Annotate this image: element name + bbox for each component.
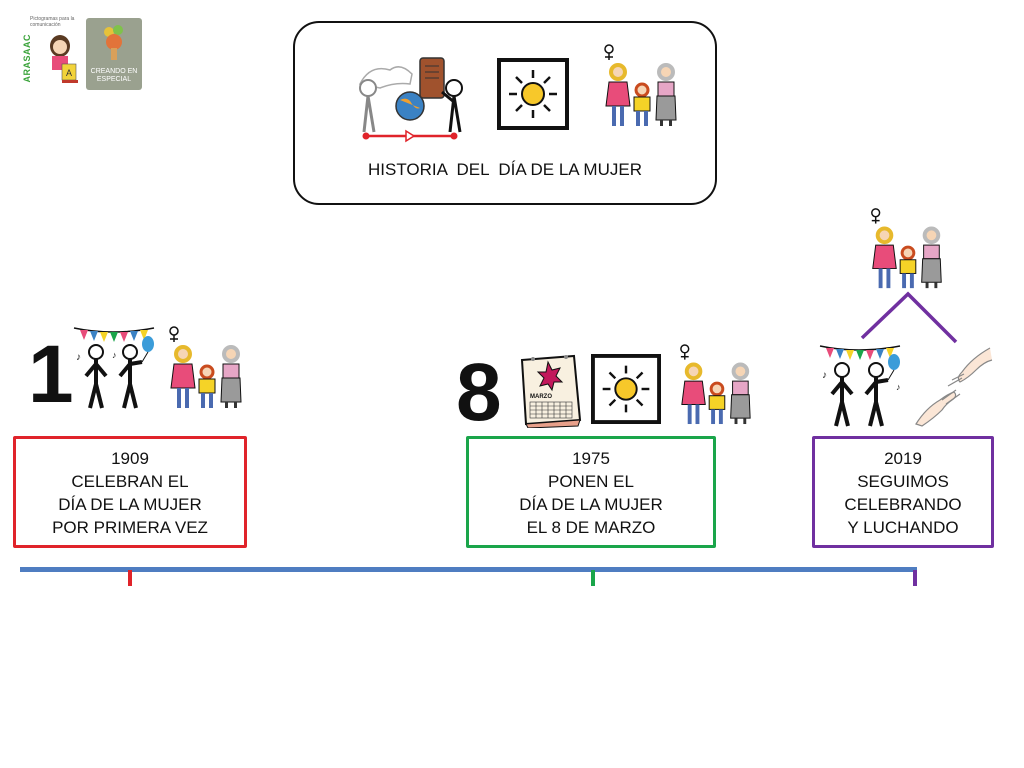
svg-text:A: A — [66, 68, 72, 78]
big-number-1: 1 — [28, 329, 74, 420]
svg-text:♪: ♪ — [822, 370, 827, 381]
calendar-icon: MARZO — [520, 354, 582, 428]
event-1975-line3: EL 8 DE MARZO — [526, 518, 656, 537]
arasaac-girl-icon: A — [50, 35, 78, 83]
event-1909-line2: DÍA DE LA MUJER — [58, 495, 202, 514]
event-1909-line3: POR PRIMERA VEZ — [52, 518, 208, 537]
timeline-bar — [20, 567, 917, 572]
sun-day-icon-1975 — [591, 354, 661, 424]
svg-text:♪: ♪ — [896, 382, 901, 392]
svg-text:♪: ♪ — [76, 352, 81, 363]
women-icon-2019 — [871, 208, 942, 289]
event-1975-line1: PONEN EL — [548, 472, 634, 491]
creando-line1: CREANDO EN — [90, 68, 138, 75]
event-1975-box: 1975 PONEN EL DÍA DE LA MUJER EL 8 DE MA… — [466, 436, 716, 548]
history-icon — [358, 57, 463, 143]
creando-en-especial-logo: CREANDO EN ESPECIAL — [86, 18, 142, 90]
timeline-tick-2019 — [913, 570, 917, 586]
event-2019-line2: CELEBRANDO — [844, 495, 962, 514]
sun-day-icon — [497, 58, 569, 130]
women-icon-1975 — [680, 344, 751, 425]
event-2019-year: 2019 — [884, 449, 922, 468]
party-icon-2019: ♪♪ — [819, 345, 901, 427]
svg-text:♪: ♪ — [112, 350, 117, 360]
event-2019-line3: Y LUCHANDO — [847, 518, 959, 537]
event-2019-line1: SEGUIMOS — [857, 472, 949, 491]
creando-line2: ESPECIAL — [96, 76, 132, 83]
connector-lines — [860, 291, 958, 344]
toy-icon — [104, 25, 123, 60]
event-2019-box: 2019 SEGUIMOS CELEBRANDO Y LUCHANDO — [812, 436, 994, 548]
arasaac-logo: Pictogramas para la comunicación ARASAAC… — [22, 14, 80, 88]
page-title: HISTORIA DEL DÍA DE LA MUJER — [368, 160, 642, 179]
calendar-month: MARZO — [530, 394, 552, 400]
women-icon-1909 — [169, 326, 242, 408]
arasaac-name: ARASAAC — [22, 34, 32, 83]
event-1975-line2: DÍA DE LA MUJER — [519, 495, 663, 514]
helping-hands-icon — [915, 347, 993, 427]
event-1975-year: 1975 — [572, 449, 610, 468]
event-1909-box: 1909 CELEBRAN EL DÍA DE LA MUJER POR PRI… — [13, 436, 247, 548]
party-icon: ♪♪ — [73, 327, 155, 409]
title-box — [293, 21, 717, 205]
big-number-8: 8 — [456, 347, 502, 438]
women-icon — [604, 44, 677, 126]
timeline-tick-1909 — [128, 570, 132, 586]
timeline-tick-1975 — [591, 570, 595, 586]
event-1909-year: 1909 — [111, 449, 149, 468]
arasaac-tagline: Pictogramas para la comunicación — [30, 16, 75, 28]
event-1909-line1: CELEBRAN EL — [71, 472, 189, 491]
